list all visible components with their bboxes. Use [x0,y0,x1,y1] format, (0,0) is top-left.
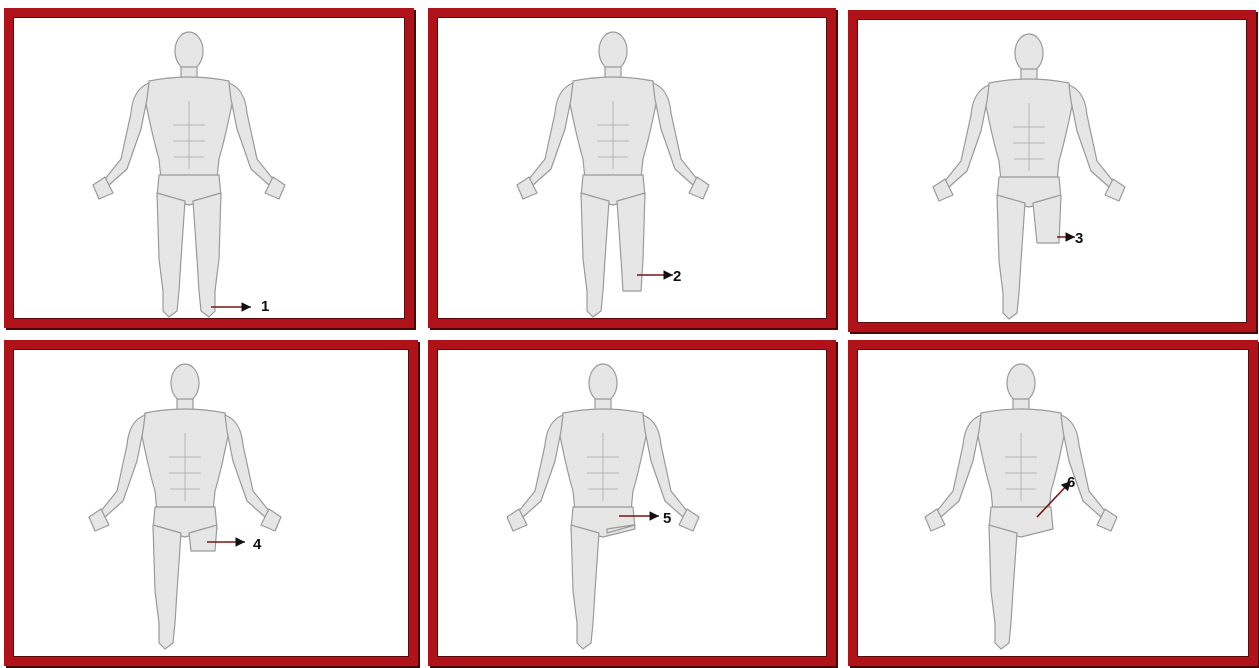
left-leg-shape [581,193,609,317]
left-arm-shape [519,415,563,517]
right-leg-shape [1033,195,1061,243]
left-leg-shape [997,195,1025,319]
right-arm-shape [1069,85,1113,187]
label-1: 1 [261,298,269,315]
left-leg-shape [571,525,599,649]
head-shape [171,364,199,402]
figure-body [933,34,1125,319]
right-leg-shape [193,193,221,317]
left-arm-shape [105,83,149,185]
head-shape [1015,34,1043,72]
right-arm-shape [653,83,697,185]
right-arm-shape [225,415,269,517]
label-5: 5 [663,510,671,527]
human-figure-3 [857,19,1247,323]
left-arm-shape [101,415,145,517]
panel-1: 1 [4,8,414,328]
figure-body [925,364,1117,649]
left-leg-shape [153,525,181,649]
left-leg-shape [989,525,1017,649]
panel-4: 4 [4,340,418,666]
panel-3: 3 [848,10,1256,332]
label-2: 2 [673,268,681,285]
label-4: 4 [253,536,261,553]
left-leg-shape [157,193,185,317]
human-figure-1 [13,17,405,319]
left-arm-shape [937,415,981,517]
panel-6: 6 [848,340,1258,666]
human-figure-5 [437,349,827,657]
right-arm-shape [1061,415,1105,517]
figure-body [89,364,281,649]
figure-body [93,32,285,317]
right-arm-shape [229,83,273,185]
head-shape [589,364,617,402]
head-shape [175,32,203,70]
right-leg-shape [617,193,645,291]
left-arm-shape [945,85,989,187]
label-3: 3 [1075,230,1083,247]
panel-2: 2 [428,8,836,328]
human-figure-4 [13,349,409,657]
human-figure-2 [437,17,827,319]
right-arm-shape [643,415,687,517]
panel-5: 5 [428,340,836,666]
figure-body [507,364,699,649]
head-shape [599,32,627,70]
head-shape [1007,364,1035,402]
label-6: 6 [1067,474,1075,491]
left-arm-shape [529,83,573,185]
human-figure-6 [857,349,1249,657]
